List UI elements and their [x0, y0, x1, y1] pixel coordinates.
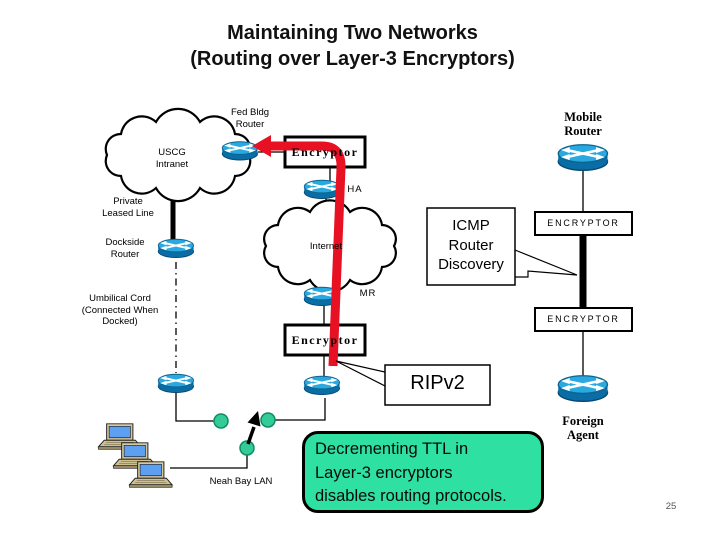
lan-segment-right — [275, 398, 326, 421]
private-leased-line-label: Private Leased Line — [102, 196, 154, 219]
uscg-intranet-cloud — [104, 107, 252, 203]
note-callout: Decrementing TTL in Layer-3 encryptors d… — [302, 431, 544, 513]
network-links — [170, 151, 584, 469]
lan-tap-dot-3 — [239, 440, 255, 456]
ha-router-icon — [303, 179, 341, 200]
encryptor-top-label: Encryptor — [291, 145, 359, 159]
lan-tap-dot-1 — [213, 413, 229, 429]
encryptor-right-bottom-label: ENCRYPTOR — [547, 314, 620, 324]
ripv2-callout-box — [384, 364, 491, 406]
tunnel-route-arrow — [252, 135, 346, 367]
mobile-router-label: Mobile Router — [564, 110, 602, 138]
foreign-agent-label: Foreign Agent — [562, 414, 604, 442]
page-number: 25 — [665, 501, 677, 512]
encryptor-right-top-label: ENCRYPTOR — [547, 218, 620, 228]
encryptor-bottom-label: Encryptor — [291, 333, 359, 347]
icmp-router-discovery-label: ICMP Router Discovery — [438, 217, 504, 273]
icmp-callout-box — [426, 207, 516, 286]
encryptor-bottom-box — [283, 323, 367, 357]
fed-bldg-router-icon — [221, 140, 259, 161]
fed-bldg-router-label: Fed Bldg Router — [230, 107, 270, 130]
neah-bay-lan-label: Neah Bay LAN — [209, 476, 273, 487]
icmp-callout-pointer — [514, 249, 578, 278]
ship-mobile-router-icon — [303, 375, 341, 396]
lan-uplink-arrow — [246, 411, 261, 445]
ripv2-label: RIPv2 — [410, 372, 465, 394]
internet-label: Internet — [309, 241, 343, 252]
mobile-router-icon — [556, 143, 609, 172]
ha-label: HA — [347, 184, 363, 195]
dockside-router-label: Dockside Router — [105, 237, 145, 260]
note-text: Decrementing TTL in Layer-3 encryptors d… — [315, 440, 507, 505]
uscg-intranet-label: USCG Intranet — [155, 147, 189, 170]
laptop-lan-line — [170, 455, 248, 469]
umbilical-cord-label: Umbilical Cord (Connected When Docked) — [81, 293, 159, 327]
ship-lan-router-icon — [157, 373, 195, 394]
encryptor-right-top-box — [534, 211, 633, 236]
internet-cloud — [263, 199, 397, 293]
lan-tap-dot-2 — [260, 412, 276, 428]
foreign-agent-router-icon — [556, 374, 609, 403]
slide-title: Maintaining Two Networks (Routing over L… — [190, 22, 515, 70]
lan-segment-left — [175, 393, 214, 422]
encryptor-right-bottom-box — [534, 307, 633, 332]
ripv2-callout-pointer — [335, 360, 386, 387]
mr-label: MR — [359, 288, 377, 299]
